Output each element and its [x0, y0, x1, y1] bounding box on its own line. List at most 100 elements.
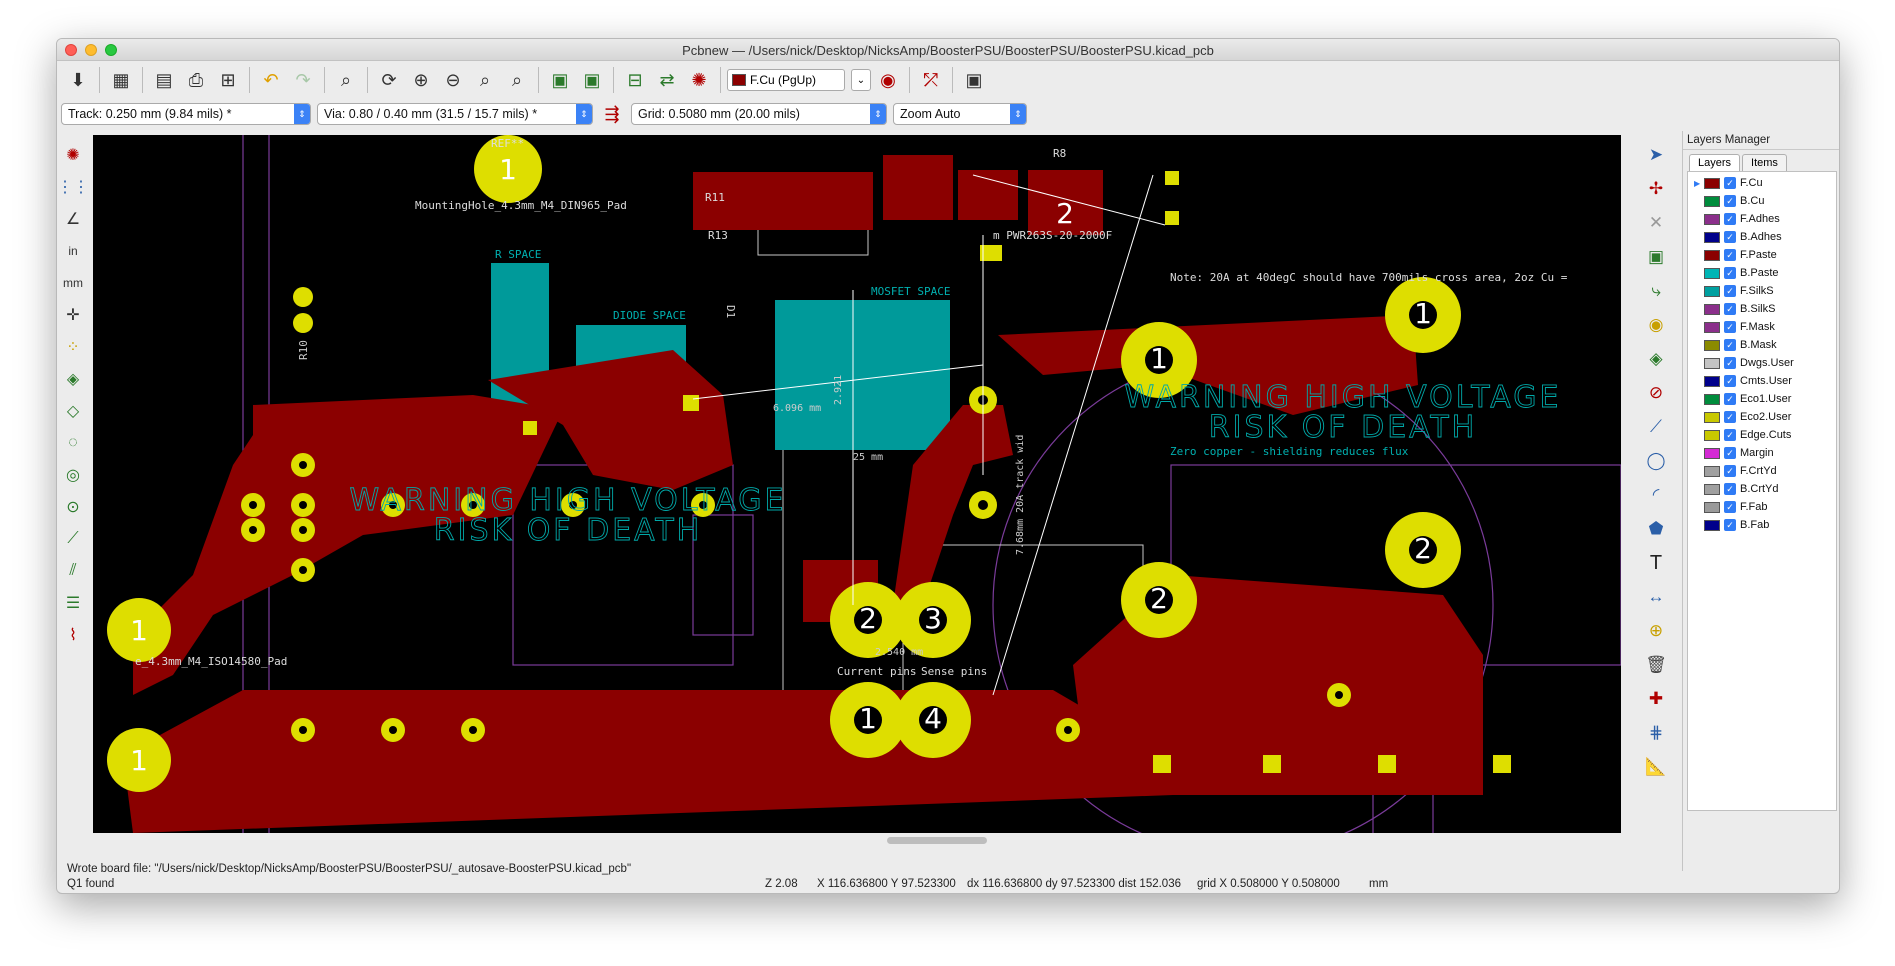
layer-visibility-checkbox[interactable]: ✓ — [1724, 411, 1736, 423]
pcb-canvas[interactable]: R SPACE DIODE SPACE MOSFET SPACE — [93, 135, 1621, 833]
layer-visibility-checkbox[interactable]: ✓ — [1724, 357, 1736, 369]
layer-visibility-checkbox[interactable]: ✓ — [1724, 465, 1736, 477]
select-tool-button[interactable]: ➤ — [1642, 141, 1670, 169]
layer-row-cmts-user[interactable]: ✓Cmts.User — [1688, 372, 1836, 390]
layer-row-b-cu[interactable]: ✓B.Cu — [1688, 192, 1836, 210]
layer-color-swatch[interactable] — [1704, 213, 1720, 225]
zone-fill-toggle[interactable]: ◈ — [59, 365, 87, 393]
add-zone-button[interactable]: ◈ — [1642, 345, 1670, 373]
layer-color-swatch[interactable] — [1704, 429, 1720, 441]
footprint-editor-button[interactable]: ▣ — [545, 65, 575, 95]
layer-row-f-fab[interactable]: ✓F.Fab — [1688, 498, 1836, 516]
layer-visibility-checkbox[interactable]: ✓ — [1724, 501, 1736, 513]
layers-manager-toggle[interactable]: ☰ — [59, 589, 87, 617]
layer-color-swatch[interactable] — [1704, 339, 1720, 351]
layer-visibility-checkbox[interactable]: ✓ — [1724, 393, 1736, 405]
layer-visibility-checkbox[interactable]: ✓ — [1724, 213, 1736, 225]
layer-color-swatch[interactable] — [1704, 321, 1720, 333]
layer-visibility-checkbox[interactable]: ✓ — [1724, 519, 1736, 531]
layer-visibility-checkbox[interactable]: ✓ — [1724, 195, 1736, 207]
footprint-browser-button[interactable]: ▣ — [577, 65, 607, 95]
close-window-button[interactable] — [65, 44, 77, 56]
layer-row-b-paste[interactable]: ✓B.Paste — [1688, 264, 1836, 282]
draw-arc-button[interactable]: ◜ — [1642, 481, 1670, 509]
pad-sketch-toggle[interactable]: ◎ — [59, 461, 87, 489]
ratsnest-toggle[interactable]: ⁘ — [59, 333, 87, 361]
draw-line-button[interactable]: ⟋ — [1642, 413, 1670, 441]
zoom-select[interactable]: Zoom Auto ⇕ — [893, 103, 1027, 125]
draw-circle-button[interactable]: ◯ — [1642, 447, 1670, 475]
layer-row-f-paste[interactable]: ✓F.Paste — [1688, 246, 1836, 264]
delete-tool-button[interactable]: 🗑 — [1642, 651, 1670, 679]
layer-visibility-checkbox[interactable]: ✓ — [1724, 285, 1736, 297]
high-contrast-toggle[interactable]: ⫽ — [59, 557, 87, 585]
layer-color-swatch[interactable] — [1704, 501, 1720, 513]
redo-button[interactable]: ↷ — [288, 65, 318, 95]
layer-color-swatch[interactable] — [1704, 267, 1720, 279]
layer-row-margin[interactable]: ✓Margin — [1688, 444, 1836, 462]
layer-dropdown-button[interactable]: ⌄ — [851, 69, 871, 91]
layer-visibility-checkbox[interactable]: ✓ — [1724, 447, 1736, 459]
layer-color-swatch[interactable] — [1704, 375, 1720, 387]
layer-color-swatch[interactable] — [1704, 231, 1720, 243]
layer-visibility-checkbox[interactable]: ✓ — [1724, 249, 1736, 261]
polar-coords-toggle[interactable]: ∠ — [59, 205, 87, 233]
draw-polygon-button[interactable]: ⬟ — [1642, 515, 1670, 543]
zoom-selection-button[interactable]: ⌕ — [502, 65, 532, 95]
layer-row-f-adhes[interactable]: ✓F.Adhes — [1688, 210, 1836, 228]
local-ratsnest-button[interactable]: ✕ — [1642, 209, 1670, 237]
measure-tool-button[interactable]: 📐 — [1642, 753, 1670, 781]
tab-layers[interactable]: Layers — [1689, 154, 1741, 171]
layer-row-b-adhes[interactable]: ✓B.Adhes — [1688, 228, 1836, 246]
layer-row-f-silks[interactable]: ✓F.SilkS — [1688, 282, 1836, 300]
layer-color-swatch[interactable] — [1704, 249, 1720, 261]
layer-color-swatch[interactable] — [1704, 447, 1720, 459]
route-track-button[interactable]: ⤷ — [1642, 277, 1670, 305]
layer-row-f-mask[interactable]: ✓F.Mask — [1688, 318, 1836, 336]
horizontal-scrollbar[interactable] — [887, 837, 987, 844]
layer-visibility-checkbox[interactable]: ✓ — [1724, 483, 1736, 495]
layer-color-swatch[interactable] — [1704, 357, 1720, 369]
layer-visibility-checkbox[interactable]: ✓ — [1724, 321, 1736, 333]
track-sketch-toggle[interactable]: ⟋ — [59, 525, 87, 553]
drc-button[interactable]: ✺ — [684, 65, 714, 95]
grid-select[interactable]: Grid: 0.5080 mm (20.00 mils) ⇕ — [631, 103, 887, 125]
layer-row-f-cu[interactable]: ▶✓F.Cu — [1688, 174, 1836, 192]
auto-track-width-button[interactable]: ⇶ — [599, 102, 625, 126]
layer-visibility-checkbox[interactable]: ✓ — [1724, 177, 1736, 189]
zoom-fit-button[interactable]: ⌕ — [470, 65, 500, 95]
autoroute-button[interactable]: ⤱ — [916, 65, 946, 95]
drc-markers-toggle[interactable]: ✺ — [59, 141, 87, 169]
maximize-window-button[interactable] — [105, 44, 117, 56]
layer-visibility-checkbox[interactable]: ✓ — [1724, 303, 1736, 315]
layer-row-b-silks[interactable]: ✓B.SilkS — [1688, 300, 1836, 318]
set-drill-origin-button[interactable]: ✚ — [1642, 685, 1670, 713]
zone-outline-toggle[interactable]: ◇ — [59, 397, 87, 425]
layer-row-eco2-user[interactable]: ✓Eco2.User — [1688, 408, 1836, 426]
cursor-shape-toggle[interactable]: ✛ — [59, 301, 87, 329]
add-keepout-button[interactable]: ⊘ — [1642, 379, 1670, 407]
read-netlist-button[interactable]: ⊟ — [620, 65, 650, 95]
zoom-in-button[interactable]: ⊕ — [406, 65, 436, 95]
add-text-button[interactable]: T — [1642, 549, 1670, 577]
highlight-net-button[interactable]: ✢ — [1642, 175, 1670, 203]
add-dimension-button[interactable]: ↔ — [1642, 583, 1670, 611]
layer-color-swatch[interactable] — [1704, 177, 1720, 189]
layer-row-eco1-user[interactable]: ✓Eco1.User — [1688, 390, 1836, 408]
layer-visibility-checkbox[interactable]: ✓ — [1724, 339, 1736, 351]
board-setup-button[interactable]: ▦ — [106, 65, 136, 95]
add-target-button[interactable]: ⊕ — [1642, 617, 1670, 645]
layer-color-swatch[interactable] — [1704, 303, 1720, 315]
update-pcb-button[interactable]: ⇄ — [652, 65, 682, 95]
minimize-window-button[interactable] — [85, 44, 97, 56]
set-grid-origin-button[interactable]: ⋕ — [1642, 719, 1670, 747]
save-board-button[interactable]: ⬇ — [63, 65, 93, 95]
layer-visibility-checkbox[interactable]: ✓ — [1724, 429, 1736, 441]
layer-color-swatch[interactable] — [1704, 519, 1720, 531]
microwave-toggle[interactable]: ⌇ — [59, 621, 87, 649]
layer-row-dwgs-user[interactable]: ✓Dwgs.User — [1688, 354, 1836, 372]
add-footprint-button[interactable]: ▣ — [1642, 243, 1670, 271]
inch-units-toggle[interactable]: in — [59, 237, 87, 265]
find-button[interactable]: ⌕ — [331, 65, 361, 95]
tab-items[interactable]: Items — [1742, 154, 1787, 171]
